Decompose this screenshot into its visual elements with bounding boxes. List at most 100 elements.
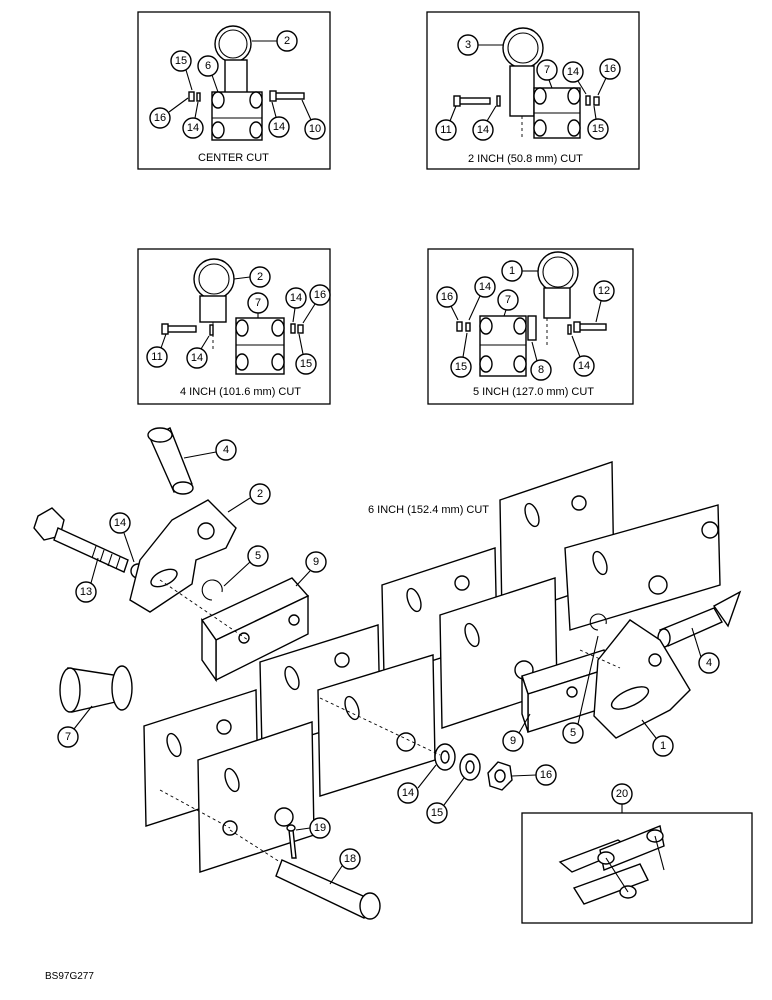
callout-14: 14 xyxy=(182,101,204,139)
svg-text:14: 14 xyxy=(290,292,302,304)
callout-9: 9 xyxy=(295,551,327,587)
svg-text:14: 14 xyxy=(187,122,199,134)
svg-text:14: 14 xyxy=(479,281,491,293)
svg-text:14: 14 xyxy=(402,787,414,799)
callout-4: 4 xyxy=(183,439,237,461)
callout-15: 15 xyxy=(426,777,465,824)
callout-15: 15 xyxy=(450,332,472,378)
svg-text:16: 16 xyxy=(604,63,616,75)
callout-18: 18 xyxy=(329,848,361,885)
spacer-block-9-left xyxy=(200,577,310,683)
callout-4: 4 xyxy=(691,627,720,674)
detail-box-center-cut: CENTER CUT 2 15 6 16 14 14 10 xyxy=(137,11,331,170)
svg-text:14: 14 xyxy=(578,360,590,372)
svg-text:1: 1 xyxy=(660,740,666,752)
callout-16: 16 xyxy=(149,97,189,129)
svg-text:13: 13 xyxy=(80,586,92,598)
svg-text:14: 14 xyxy=(567,66,579,78)
svg-text:8: 8 xyxy=(538,364,544,376)
svg-text:1: 1 xyxy=(509,265,515,277)
svg-text:12: 12 xyxy=(598,285,610,297)
detail-box-2-inch-cut: 2 INCH (50.8 mm) CUT 3 7 14 16 11 14 15 xyxy=(426,11,640,170)
svg-text:16: 16 xyxy=(540,769,552,781)
svg-text:14: 14 xyxy=(191,352,203,364)
callout-6: 6 xyxy=(197,55,219,93)
svg-text:2: 2 xyxy=(284,35,290,47)
figure-id: BS97G277 xyxy=(45,971,94,982)
callout-15: 15 xyxy=(587,105,609,140)
pin-4-right xyxy=(657,590,742,648)
callout-19: 19 xyxy=(295,817,331,839)
callout-14: 14 xyxy=(397,764,437,804)
washer-14 xyxy=(434,743,456,771)
svg-text:16: 16 xyxy=(314,289,326,301)
svg-text:9: 9 xyxy=(313,556,319,568)
callout-5: 5 xyxy=(562,635,599,744)
svg-text:11: 11 xyxy=(440,124,451,136)
callout-7: 7 xyxy=(57,705,93,748)
svg-text:11: 11 xyxy=(151,351,162,363)
svg-text:5: 5 xyxy=(570,727,576,739)
bushing-7 xyxy=(59,665,133,713)
svg-text:4: 4 xyxy=(223,444,229,456)
main-exploded-view: 6 INCH (152.4 mm) CUT xyxy=(33,427,742,920)
callout-14: 14 xyxy=(186,335,210,369)
callout-5: 5 xyxy=(223,545,269,587)
svg-text:15: 15 xyxy=(455,361,467,373)
callout-16: 16 xyxy=(511,764,557,786)
svg-text:19: 19 xyxy=(314,822,326,834)
detail-box-5-inch-cut: 5 INCH (127.0 mm) CUT 1 16 14 7 12 15 8 … xyxy=(427,248,634,405)
snap-ring-5-right xyxy=(589,613,607,631)
svg-text:20: 20 xyxy=(616,788,628,800)
svg-text:7: 7 xyxy=(255,297,261,309)
callout-1: 1 xyxy=(641,719,674,757)
callout-1: 1 xyxy=(501,260,538,282)
svg-text:7: 7 xyxy=(65,731,71,743)
svg-text:15: 15 xyxy=(592,123,604,135)
svg-text:15: 15 xyxy=(175,55,187,67)
pin-4-upper xyxy=(147,427,194,495)
caption-4-inch-cut: 4 INCH (101.6 mm) CUT xyxy=(180,386,301,398)
svg-text:16: 16 xyxy=(441,291,453,303)
callout-14: 14 xyxy=(109,512,135,563)
callout-14: 14 xyxy=(571,335,595,377)
attachment-bracket-2 xyxy=(129,499,237,613)
svg-text:7: 7 xyxy=(544,64,550,76)
nut-16 xyxy=(487,761,513,791)
callout-10: 10 xyxy=(301,99,326,140)
callout-15: 15 xyxy=(170,50,193,91)
callout-16: 16 xyxy=(302,284,331,324)
callout-16: 16 xyxy=(436,286,459,321)
caption-center-cut: CENTER CUT xyxy=(198,152,269,164)
svg-text:10: 10 xyxy=(309,123,321,135)
callout-11: 11 xyxy=(435,105,457,141)
svg-text:16: 16 xyxy=(154,112,166,124)
svg-text:6: 6 xyxy=(205,60,211,72)
attachment-bracket-1 xyxy=(593,619,691,739)
svg-text:14: 14 xyxy=(477,124,489,136)
svg-text:7: 7 xyxy=(505,294,511,306)
callout-14: 14 xyxy=(468,276,496,321)
callout-14: 14 xyxy=(562,61,587,95)
callout-12: 12 xyxy=(593,280,615,323)
svg-text:14: 14 xyxy=(114,517,126,529)
callout-20: 20 xyxy=(611,783,633,813)
spacer-block-9-right xyxy=(521,649,611,733)
svg-text:4: 4 xyxy=(706,657,712,669)
inset-box-part-20: 20 xyxy=(521,783,753,924)
svg-text:15: 15 xyxy=(431,807,443,819)
callout-2: 2 xyxy=(233,266,271,288)
callout-14: 14 xyxy=(285,287,307,323)
callout-14: 14 xyxy=(268,101,290,138)
callout-2: 2 xyxy=(227,483,271,513)
svg-text:2: 2 xyxy=(257,488,263,500)
callout-3: 3 xyxy=(457,34,503,56)
callout-9: 9 xyxy=(502,713,531,752)
svg-text:15: 15 xyxy=(300,358,312,370)
callout-16: 16 xyxy=(597,58,621,96)
svg-text:18: 18 xyxy=(344,853,356,865)
callout-15: 15 xyxy=(295,333,317,375)
callout-13: 13 xyxy=(75,557,99,603)
snap-ring-5-left xyxy=(201,579,223,601)
